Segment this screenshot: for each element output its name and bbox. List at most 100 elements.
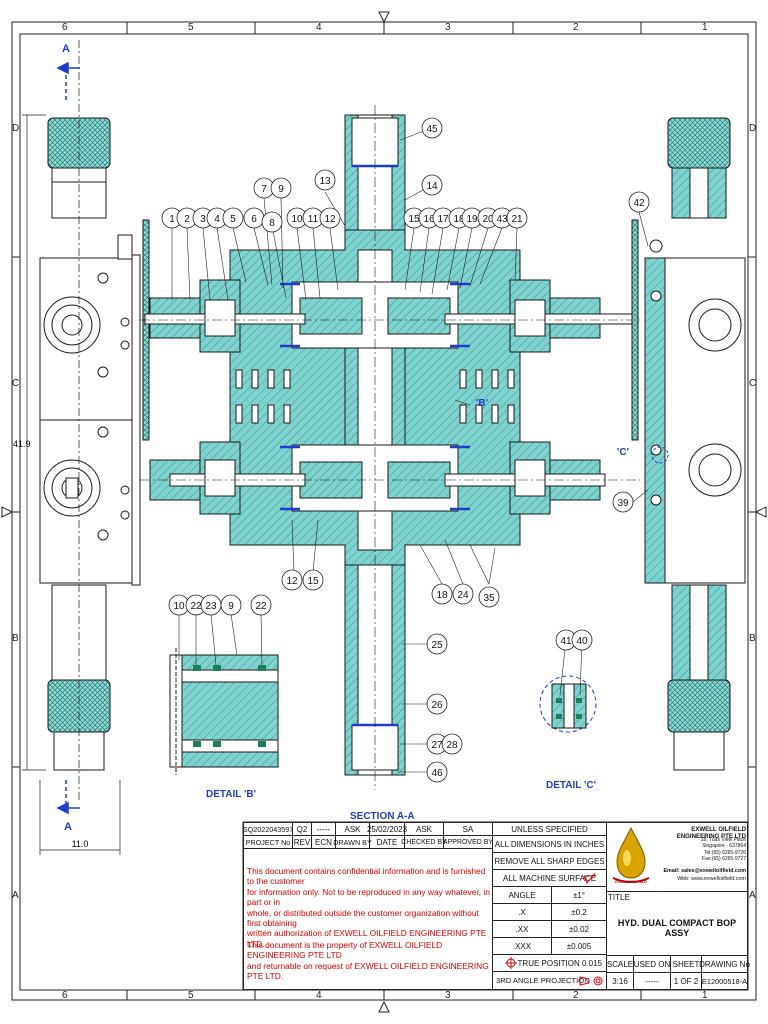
svg-text:35: 35	[483, 593, 495, 604]
balloon-18-lower: 18	[431, 583, 453, 605]
svg-text:16: 16	[423, 214, 435, 225]
surface-finish-icon	[583, 872, 596, 884]
tol-angle-value: ±1°	[551, 886, 607, 904]
svg-text:15: 15	[408, 214, 420, 225]
address-line-3: Tel:(65) 6265-9726	[704, 849, 746, 856]
detail-b-balloon-22a: 22	[185, 594, 207, 616]
logo-text: EXWELL OILFIELD	[615, 880, 647, 884]
zone-top-1: 1	[702, 22, 708, 33]
svg-text:24: 24	[457, 590, 469, 601]
detail-c-callout: 'C'	[617, 447, 629, 458]
balloon-13: 13	[314, 169, 336, 191]
zone-top-5: 5	[188, 22, 194, 33]
property-note-line-1: This document is the property of EXWELL …	[247, 940, 443, 961]
tol-xxx-value: ±0.005	[551, 937, 607, 955]
balloon-9: 9	[270, 177, 292, 199]
project-number-header: PROJECT No	[243, 835, 293, 849]
tol-xx-label: .XX	[492, 920, 552, 938]
sheet-value: 1 OF 2	[670, 972, 702, 990]
balloon-24: 24	[452, 583, 474, 605]
confidential-note-line-1: This document contains confidential info…	[247, 866, 486, 887]
svg-text:19: 19	[466, 214, 478, 225]
svg-text:13: 13	[319, 176, 331, 187]
svg-text:42: 42	[633, 198, 645, 209]
balloon-5: 5	[222, 207, 244, 229]
dimension-lines	[22, 114, 121, 855]
svg-text:39: 39	[617, 498, 629, 509]
company-email: Email: sales@exwelloilfield.com	[663, 868, 746, 874]
detail-b-balloon-9: 9	[220, 594, 242, 616]
balloon-14: 14	[421, 174, 443, 196]
svg-text:11: 11	[308, 214, 319, 225]
date-value: 25/02/2023	[367, 822, 407, 836]
right-side-view	[631, 117, 746, 771]
company-address: 18, Tuas View Place Singapore - 637864 T…	[650, 837, 746, 863]
svg-text:22: 22	[255, 601, 267, 612]
balloon-21: 21	[506, 207, 528, 229]
balloon-46: 46	[426, 761, 448, 783]
zone-left-D: D	[12, 123, 20, 134]
zone-left-C: C	[12, 378, 20, 389]
balloon-39: 39	[612, 491, 634, 513]
svg-text:2: 2	[184, 214, 190, 225]
svg-text:40: 40	[576, 636, 588, 647]
drawing-title: HYD. DUAL COMPACT BOP ASSY	[617, 918, 737, 938]
projection-symbol-icon	[579, 976, 603, 986]
section-arrows	[56, 61, 80, 815]
zone-bottom-2: 2	[573, 990, 579, 1001]
balloon-26: 26	[426, 693, 448, 715]
svg-text:25: 25	[431, 640, 443, 651]
svg-text:4: 4	[214, 214, 220, 225]
svg-text:21: 21	[511, 214, 523, 225]
balloon-15-lower: 15	[302, 569, 324, 591]
detail-b-balloon-22b: 22	[250, 594, 272, 616]
used-on-header: USED ON	[633, 955, 671, 973]
centering-marks	[1, 11, 767, 1013]
balloon-8: 8	[261, 211, 283, 233]
balloon-12-lower: 12	[281, 569, 303, 591]
balloon-45: 45	[421, 117, 443, 139]
svg-text:41: 41	[560, 636, 572, 647]
svg-text:12: 12	[324, 214, 336, 225]
company-web: Web: www.exwelloilfield.com	[677, 876, 746, 882]
section-marker-top: A	[62, 43, 70, 55]
confidential-note-line-3: whole, or distributed outside the custom…	[247, 907, 479, 929]
confidential-note-line-4: written authorization of EXWELL OILFIELD…	[247, 928, 487, 949]
checked-by-value: ASK	[404, 822, 444, 836]
tol-xx-value: ±0.02	[551, 920, 607, 938]
spec-unless: UNLESS SPECIFIED	[492, 822, 607, 836]
zone-top-2: 2	[573, 22, 579, 33]
tol-x-value: ±0.2	[551, 903, 607, 921]
address-line-1: 18, Tuas View Place	[700, 837, 746, 843]
zone-top-3: 3	[445, 22, 451, 33]
section-view	[140, 105, 640, 790]
true-position-icon	[505, 957, 517, 969]
zone-right-D: D	[749, 123, 757, 134]
scale-header: SCALE	[606, 955, 634, 973]
svg-text:23: 23	[205, 601, 217, 612]
section-title: SECTION A-A	[350, 811, 415, 822]
svg-text:14: 14	[426, 181, 438, 192]
used-on-value: -----	[633, 972, 671, 990]
property-note-line-2: and returnable on request of EXWELL OILF…	[247, 960, 489, 982]
balloon-4: 4	[206, 207, 228, 229]
sheet-header: SHEET	[670, 955, 702, 973]
balloon-12: 12	[319, 207, 341, 229]
scale-value: 3:16	[606, 972, 634, 990]
drawn-by-value: ASK	[335, 822, 370, 836]
approved-by-value: SA	[443, 822, 493, 836]
svg-text:46: 46	[431, 768, 443, 779]
svg-text:10: 10	[173, 601, 185, 612]
zone-right-C: C	[749, 378, 757, 389]
dim-height: 41.9	[13, 439, 31, 449]
svg-text:6: 6	[251, 214, 257, 225]
detail-c-title: DETAIL 'C'	[546, 780, 596, 791]
left-side-view	[39, 40, 150, 800]
zone-bottom-4: 4	[316, 990, 322, 1001]
svg-text:10: 10	[291, 214, 303, 225]
company-logo	[612, 826, 650, 883]
balloon-35: 35	[478, 586, 500, 608]
drawing-no-header: DRAWING No	[699, 955, 750, 973]
balloon-19: 19	[461, 207, 483, 229]
svg-text:20: 20	[482, 214, 494, 225]
